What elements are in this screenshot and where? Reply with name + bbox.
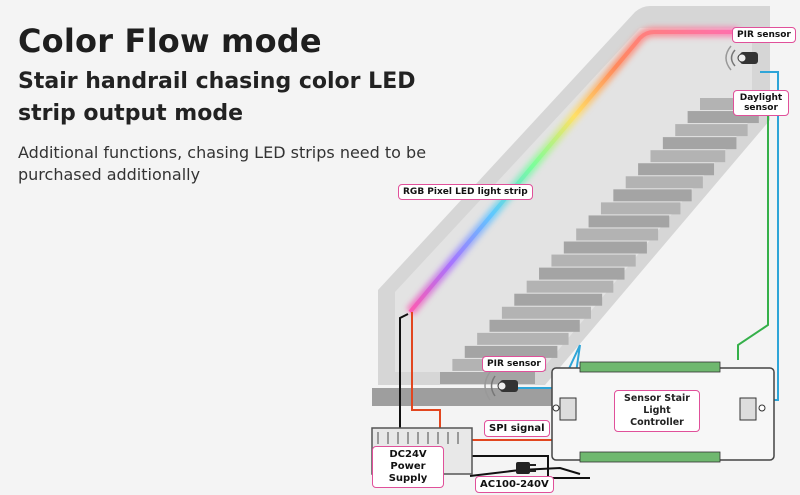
stair-step <box>638 163 715 176</box>
stair-step <box>588 215 670 228</box>
callout-rgb-strip: RGB Pixel LED light strip <box>398 184 533 200</box>
stair-landing <box>372 388 572 406</box>
rgb-led-strip <box>408 30 738 314</box>
stair-step <box>526 280 614 293</box>
stair-step <box>501 306 591 319</box>
stair-step <box>489 319 580 332</box>
page-description: Additional functions, chasing LED strips… <box>18 143 427 184</box>
wire-ac <box>469 466 581 477</box>
stair-step <box>613 189 692 202</box>
pir-sensor-bottom-icon <box>484 371 518 401</box>
controller-label: Sensor Stair Light Controller <box>614 390 700 432</box>
stair-step <box>662 137 737 150</box>
callout-spi-signal: SPI signal <box>484 420 550 437</box>
callout-daylight-sensor: Daylight sensor <box>733 90 789 116</box>
stair-step <box>563 241 647 254</box>
stair-wall-inner <box>395 28 752 372</box>
callout-pir-top: PIR sensor <box>732 27 796 43</box>
psu-label: DC24V Power Supply <box>372 446 444 488</box>
page-title: Color Flow mode <box>18 22 322 60</box>
stair-step <box>539 267 625 280</box>
stair-step <box>514 293 603 306</box>
stair-step <box>464 345 558 358</box>
wire-red <box>411 312 560 441</box>
ac-plug-icon <box>516 462 536 474</box>
page-subtitle: Stair handrail chasing color LED strip o… <box>18 69 416 126</box>
callout-pir-bottom: PIR sensor <box>482 356 546 372</box>
stair-step <box>477 332 569 345</box>
stair-step <box>625 176 703 189</box>
stair-step <box>650 150 726 163</box>
stair-step <box>551 254 636 267</box>
wire-blue-bottom <box>512 344 581 389</box>
stair-step <box>675 124 748 137</box>
stair-step <box>440 372 535 384</box>
stair-step <box>600 202 681 215</box>
callout-ac-input: AC100-240V <box>475 476 554 493</box>
pir-sensor-top-icon <box>725 45 758 71</box>
stair-step <box>576 228 659 241</box>
